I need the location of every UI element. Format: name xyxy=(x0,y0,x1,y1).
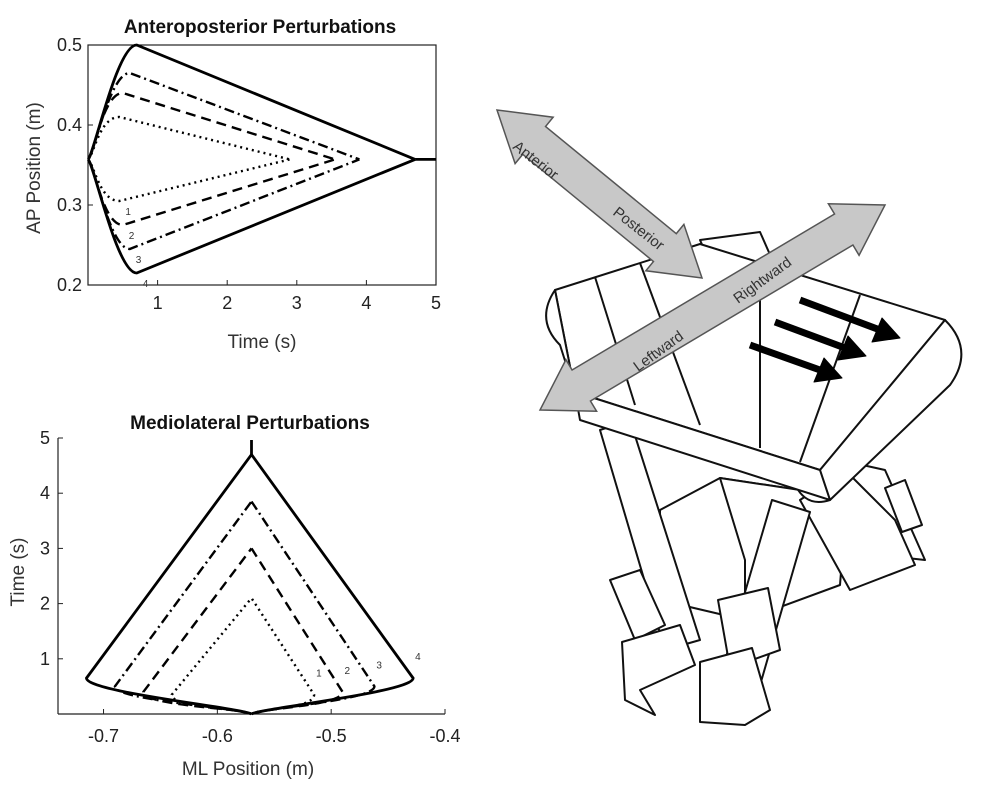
ap-chart-title: Anteroposterior Perturbations xyxy=(124,17,396,38)
anterior-posterior-arrow xyxy=(495,109,704,279)
ap-series-1 xyxy=(87,115,291,203)
treadmill-right-block xyxy=(884,479,923,533)
ml-series-1 xyxy=(170,597,316,716)
ml-series-2 xyxy=(142,547,344,716)
ap-x-tick-label: 3 xyxy=(292,293,302,313)
ml-y-tick-label: 1 xyxy=(40,649,50,669)
ap-x-tick-label: 2 xyxy=(222,293,232,313)
treadmill-left-leg-block xyxy=(609,569,666,641)
ap-plot-area: 1 2 3 4 5 0.2 0.3 0.4 0.5 1 2 3 4 xyxy=(57,35,441,313)
ap-curve-label-3: 3 xyxy=(136,255,142,266)
treadmill-illustration xyxy=(545,231,963,726)
ap-y-tick-label: 0.5 xyxy=(57,35,82,55)
ml-series-4 xyxy=(85,453,415,716)
ml-perturbation-chart: Mediolateral Perturbations ML Position (… xyxy=(8,413,461,780)
ml-y-axis-label: Time (s) xyxy=(8,538,29,607)
ap-y-tick-label: 0.4 xyxy=(57,115,82,135)
ml-x-tick-label: -0.6 xyxy=(202,726,233,746)
ml-y-tick-label: 4 xyxy=(40,483,50,503)
ap-series-4 xyxy=(86,43,416,275)
leftward-rightward-arrow xyxy=(538,202,887,413)
ml-curve-label-4: 4 xyxy=(415,652,421,663)
belt-slat xyxy=(594,276,636,406)
ml-curve-label-1: 1 xyxy=(316,669,322,680)
ml-y-tick-label: 3 xyxy=(40,538,50,558)
ap-perturbation-chart: Anteroposterior Perturbations Time (s) A… xyxy=(24,17,441,353)
ap-y-tick-label: 0.3 xyxy=(57,195,82,215)
treadmill-front-leg-block xyxy=(717,587,781,669)
ap-x-tick-label: 1 xyxy=(153,293,163,313)
ap-curve-label-2: 2 xyxy=(129,231,135,242)
ap-x-tick-label: 5 xyxy=(431,293,441,313)
ap-axes-frame xyxy=(87,44,437,286)
ap-curve-label-1: 1 xyxy=(125,207,131,218)
ap-y-tick-label: 0.2 xyxy=(57,275,82,295)
belt-motion-arrows xyxy=(748,296,901,383)
ml-curve-label-2: 2 xyxy=(345,666,351,677)
treadmill-front-foot xyxy=(699,647,771,726)
ml-plot-area: -0.7 -0.6 -0.5 -0.4 1 2 3 4 5 1 2 3 4 xyxy=(40,428,461,746)
ml-x-axis-label: ML Position (m) xyxy=(182,759,314,780)
ml-chart-title: Mediolateral Perturbations xyxy=(130,413,370,434)
ml-x-tick-label: -0.5 xyxy=(316,726,347,746)
ml-x-tick-label: -0.4 xyxy=(429,726,460,746)
treadmill-left-foot xyxy=(621,624,696,716)
ap-y-axis-label: AP Position (m) xyxy=(24,102,45,234)
ml-series-3 xyxy=(113,500,376,716)
ml-curve-label-3: 3 xyxy=(376,660,382,671)
ap-series-2 xyxy=(87,91,336,227)
ap-curve-label-4: 4 xyxy=(143,279,149,290)
ml-y-tick-label: 5 xyxy=(40,428,50,448)
ap-x-axis-label: Time (s) xyxy=(228,332,297,353)
ml-y-tick-label: 2 xyxy=(40,594,50,614)
direction-arrows xyxy=(495,109,887,413)
ml-x-tick-label: -0.7 xyxy=(88,726,119,746)
ap-x-tick-label: 4 xyxy=(361,293,371,313)
